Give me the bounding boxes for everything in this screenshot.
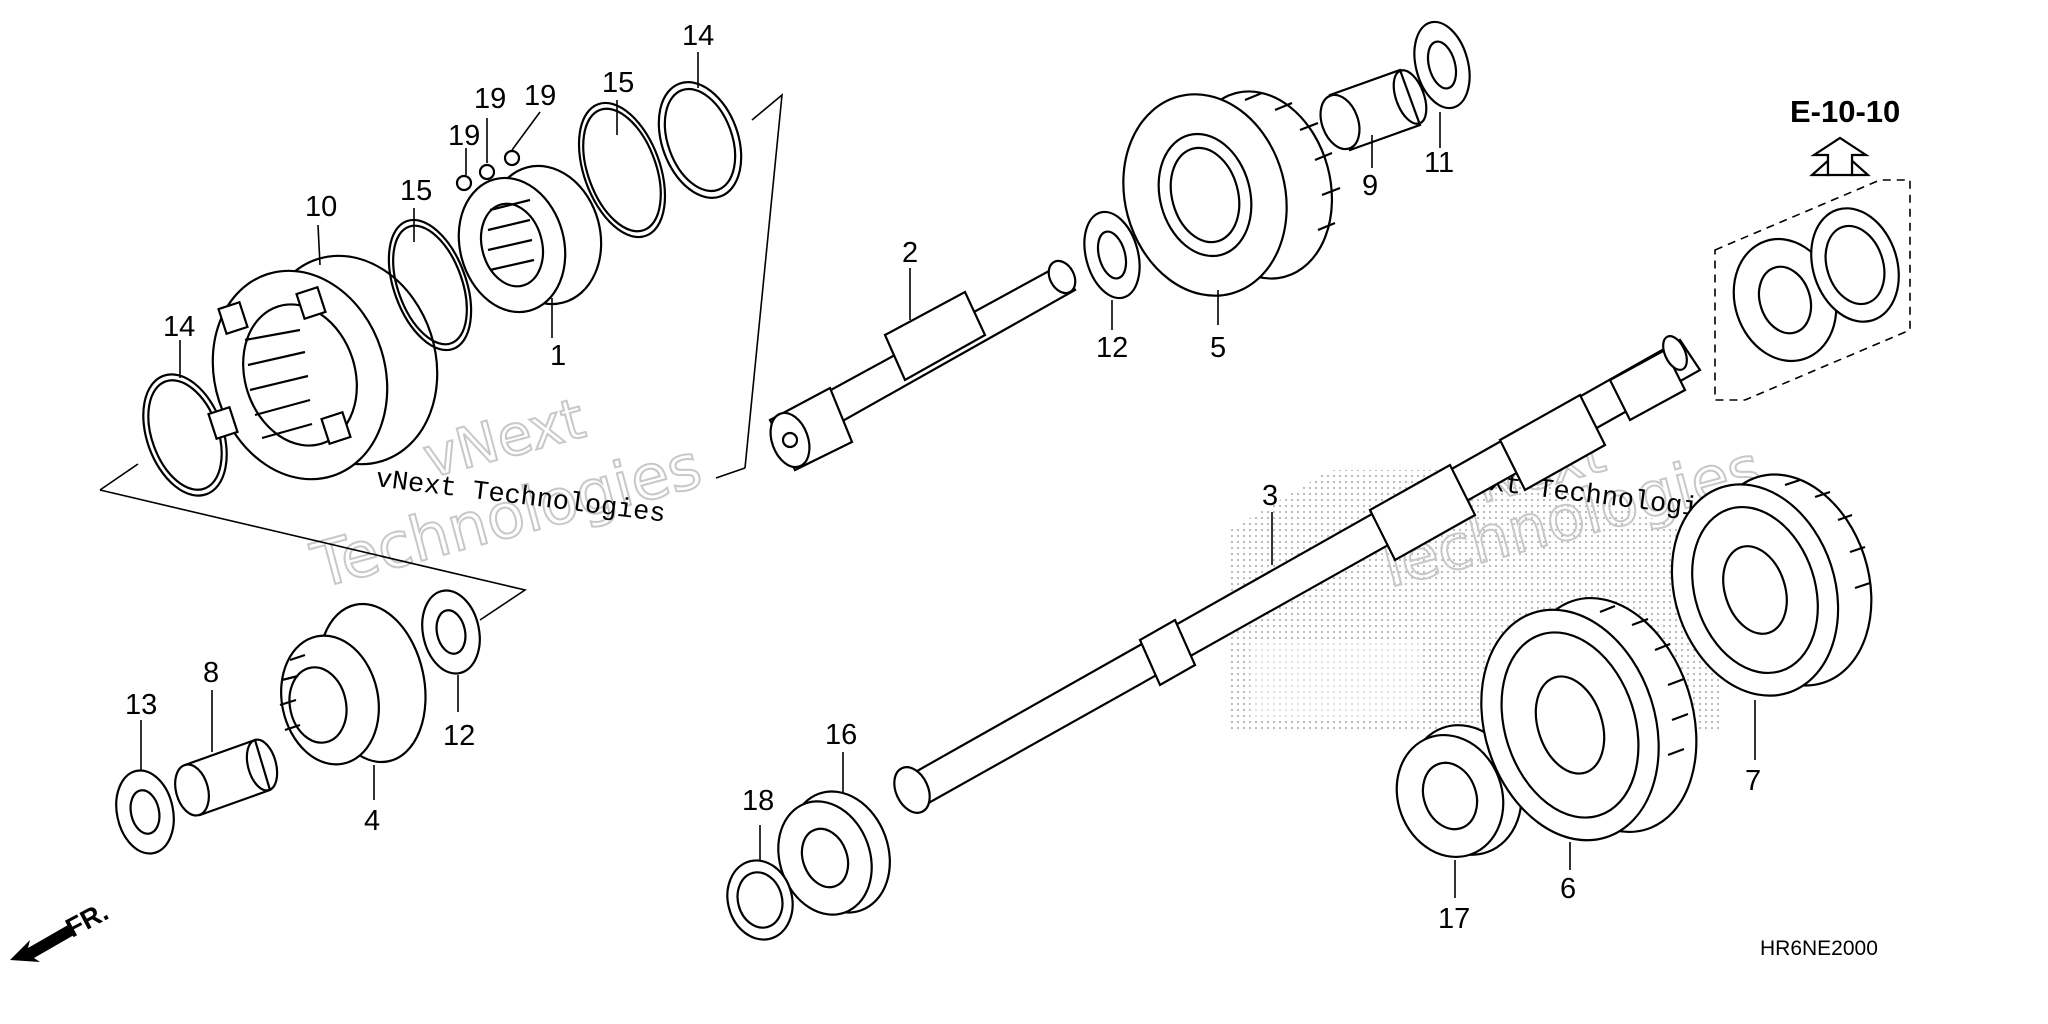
callout-15-a: 15 <box>400 175 432 207</box>
part-11-washer <box>1413 20 1471 110</box>
reference-bearing-set <box>1714 136 1911 401</box>
part-8-bushing <box>174 738 279 817</box>
callout-11: 11 <box>1424 147 1454 179</box>
callout-3: 3 <box>1262 480 1278 512</box>
part-14-snap-ring-top <box>657 81 743 199</box>
callout-10: 10 <box>305 191 337 223</box>
callout-14-top: 14 <box>682 20 714 52</box>
part-5-gear <box>1122 90 1341 297</box>
callout-18: 18 <box>742 785 774 817</box>
part-1-collar-gear <box>457 164 603 314</box>
part-18-seal <box>726 859 794 941</box>
part-6-gear <box>1480 596 1698 842</box>
callout-13: 13 <box>125 689 157 721</box>
part-12-washer-upper <box>1083 210 1141 300</box>
part-3-mainshaft <box>893 335 1702 814</box>
part-9-bushing <box>1319 68 1428 152</box>
part-16-bearing <box>777 790 891 916</box>
callout-9: 9 <box>1362 170 1378 202</box>
diagram-code: HR6NE2000 <box>1760 937 1878 960</box>
leader-lines <box>140 52 1756 898</box>
callout-5: 5 <box>1210 332 1226 364</box>
callout-4: 4 <box>364 805 380 837</box>
callout-19-a: 19 <box>448 120 480 152</box>
callout-19-b: 19 <box>474 83 506 115</box>
callout-15-b: 15 <box>602 67 634 99</box>
part-19-steel-balls <box>455 149 521 192</box>
part-7-gear <box>1670 473 1873 697</box>
callout-6: 6 <box>1560 873 1576 905</box>
callout-16: 16 <box>825 719 857 751</box>
callout-1: 1 <box>550 340 566 372</box>
part-13-washer <box>115 769 175 855</box>
part-15-ring-a <box>387 218 473 352</box>
part-15-ring-b <box>577 101 667 239</box>
callout-labels: 10 14 15 1 19 19 19 15 14 2 12 5 9 11 3 … <box>125 20 1761 935</box>
callout-12-lower: 12 <box>443 720 475 752</box>
part-4-gear <box>279 602 427 766</box>
part-10-sleeve <box>207 254 439 481</box>
part-2-shaft <box>768 259 1077 472</box>
assembly-outline <box>99 93 783 621</box>
front-direction-marker: FR. <box>10 896 113 962</box>
callout-14-left: 14 <box>163 311 195 343</box>
part-12-washer-lower <box>421 589 481 675</box>
reference-label[interactable]: E-10-10 <box>1790 94 1900 129</box>
callout-19-c: 19 <box>524 80 556 112</box>
callout-17: 17 <box>1438 903 1470 935</box>
callout-7: 7 <box>1745 765 1761 797</box>
callout-8: 8 <box>203 657 219 689</box>
callout-12-upper: 12 <box>1096 332 1128 364</box>
callout-2: 2 <box>902 237 918 269</box>
